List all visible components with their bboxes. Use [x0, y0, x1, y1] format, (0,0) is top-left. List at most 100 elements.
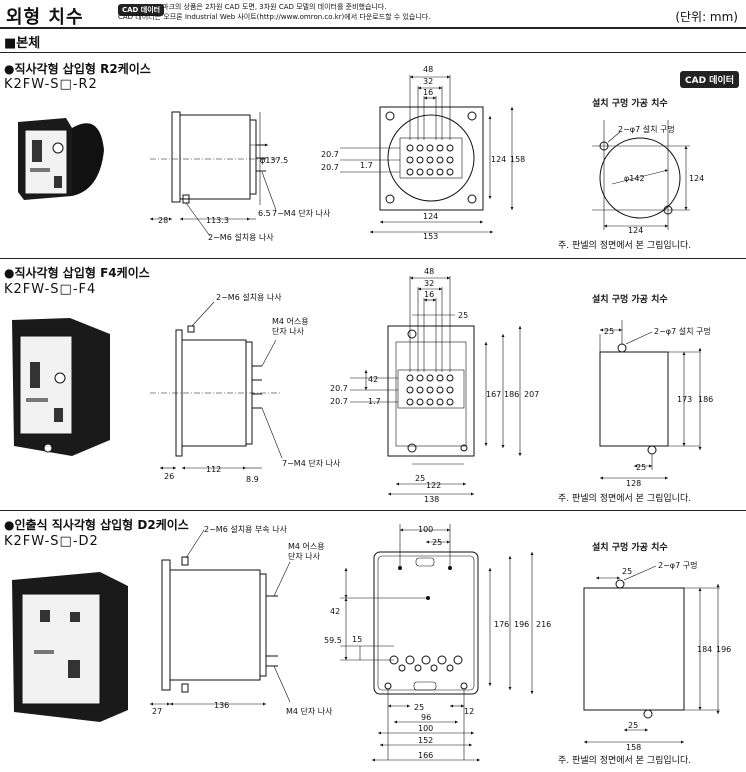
f4-rear-17: 1.7 [368, 397, 381, 406]
r2-cut-dia: φ142 [624, 174, 645, 183]
d2-cut-hole: 2−φ7 구멍 [658, 560, 697, 570]
header-note-2: CAD 데이터는 오므론 Industrial Web 사이트(http://w… [118, 13, 431, 21]
d2-cutout [583, 565, 720, 744]
d2-model: K2FW-S□-D2 [4, 534, 99, 549]
d2-cut-25: 25 [622, 567, 632, 576]
d2-cutout-title: 설치 구멍 가공 치수 [592, 543, 668, 553]
r2-product-image [18, 118, 104, 200]
d2-rear-96: 96 [421, 713, 431, 722]
f4-cut-186: 186 [698, 395, 713, 404]
f4-side-earth: M4 어스용 [272, 316, 309, 326]
f4-footnote: 주. 판넬의 정면에서 본 그림입니다. [558, 494, 692, 504]
d2-rear-25: 25 [432, 538, 442, 547]
d2-rear-25b: 25 [414, 703, 424, 712]
f4-rear-16: 16 [424, 290, 434, 299]
r2-side-28: 28 [158, 216, 168, 225]
r2-side-m6: 2−M6 설치용 나사 [208, 232, 274, 242]
r2-rear-h158: 158 [510, 155, 525, 164]
d2-cut-158: 158 [626, 743, 641, 752]
r2-cutout [592, 120, 690, 230]
r2-cutout-title: 설치 구멍 가공 치수 [592, 99, 668, 109]
d2-side-earth2: 단자 나사 [288, 551, 321, 561]
d2-rear-100b: 100 [418, 724, 433, 733]
header-note-1: 마크의 상품은 2차원 CAD 도면, 3차원 CAD 모델의 데이터를 준비했… [162, 3, 387, 11]
f4-side-view [150, 301, 283, 470]
f4-rear-25: 25 [458, 311, 468, 320]
d2-rear-12: 12 [464, 707, 474, 716]
r2-rear-48: 48 [423, 65, 433, 74]
f4-cut-hole: 2−φ7 설치 구멍 [654, 326, 711, 336]
header-rule [0, 27, 746, 29]
f4-rule [0, 510, 746, 511]
d2-rear-176: 176 [494, 620, 509, 629]
d2-side-m4: M4 단자 나사 [286, 706, 333, 716]
r2-model: K2FW-S□-R2 [4, 77, 98, 92]
f4-rear-view [350, 276, 522, 496]
f4-side-112: 112 [206, 465, 221, 474]
cad-badge-right: CAD 데이터 [680, 71, 740, 88]
d2-cut-196: 196 [716, 645, 731, 654]
f4-rear-207a: 20.7 [330, 384, 348, 393]
f4-cut-128: 128 [626, 479, 641, 488]
cad-badge: CAD 데이터 [118, 4, 165, 16]
d2-rear-152: 152 [418, 736, 433, 745]
r2-rear-w153: 153 [423, 232, 438, 241]
r2-rule [0, 258, 746, 259]
d2-side-m6: 2−M6 설치용 부속 나사 [204, 524, 288, 534]
d2-side-27: 27 [152, 707, 162, 716]
r2-cut-h124: 124 [689, 174, 704, 183]
f4-rear-207: 207 [524, 390, 539, 399]
r2-side-view [150, 111, 280, 237]
d2-rear-196: 196 [514, 620, 529, 629]
r2-cut-w124: 124 [628, 226, 643, 235]
d2-rear-15: 15 [352, 635, 362, 644]
page-title: 외형 치수 [6, 7, 84, 28]
f4-model: K2FW-S□-F4 [4, 282, 97, 297]
f4-product-image [12, 318, 110, 456]
r2-side-65: 6.5 [258, 209, 271, 218]
f4-rear-207b: 20.7 [330, 397, 348, 406]
d2-title: ●인출식 직사각형 삽입형 D2케이스 [4, 518, 189, 532]
r2-side-m4: 7−M4 단자 나사 [272, 208, 331, 218]
d2-product-image [12, 572, 128, 722]
r2-rear-w124: 124 [423, 212, 438, 221]
f4-side-m6: 2−M6 설치용 나사 [216, 292, 282, 302]
f4-side-earth2: 단자 나사 [272, 326, 305, 336]
d2-rear-166: 166 [418, 751, 433, 760]
d2-footnote: 주. 판넬의 정면에서 본 그림입니다. [558, 756, 692, 766]
d2-cut-25b: 25 [628, 721, 638, 730]
f4-side-m4: 7−M4 단자 나사 [282, 458, 341, 468]
f4-rear-167: 167 [486, 390, 501, 399]
f4-rear-122: 122 [426, 481, 441, 490]
r2-title: ●직사각형 삽입형 R2케이스 [4, 62, 151, 76]
f4-side-89: 8.9 [246, 475, 259, 484]
r2-rear-32: 32 [423, 77, 433, 86]
r2-rear-207b: 20.7 [321, 163, 339, 172]
f4-cut-173: 173 [677, 395, 692, 404]
f4-rear-48: 48 [424, 267, 434, 276]
r2-rear-h124: 124 [491, 155, 506, 164]
r2-cut-hole: 2−φ7 설치 구멍 [618, 124, 675, 134]
d2-side-earth: M4 어스용 [288, 541, 325, 551]
d2-cut-184: 184 [697, 645, 712, 654]
f4-cut-25b: 25 [636, 463, 646, 472]
d2-rear-595: 59.5 [324, 636, 342, 645]
d2-side-136: 136 [214, 701, 229, 710]
f4-cutout [599, 320, 702, 480]
f4-rear-25b: 25 [415, 474, 425, 483]
r2-rear-207a: 20.7 [321, 150, 339, 159]
f4-rear-42: 42 [368, 375, 378, 384]
f4-cut-25: 25 [604, 327, 614, 336]
f4-rear-186: 186 [504, 390, 519, 399]
f4-cutout-title: 설치 구멍 가공 치수 [592, 295, 668, 305]
r2-side-dia: φ137.5 [260, 156, 288, 165]
d2-rear-216: 216 [536, 620, 551, 629]
unit-label: (단위: mm) [675, 10, 738, 24]
f4-title: ●직사각형 삽입형 F4케이스 [4, 266, 150, 280]
d2-rear-42: 42 [330, 607, 340, 616]
d2-rear-100: 100 [418, 525, 433, 534]
f4-rear-32: 32 [424, 279, 434, 288]
r2-side-113: 113.3 [206, 216, 229, 225]
r2-rear-16: 16 [423, 88, 433, 97]
